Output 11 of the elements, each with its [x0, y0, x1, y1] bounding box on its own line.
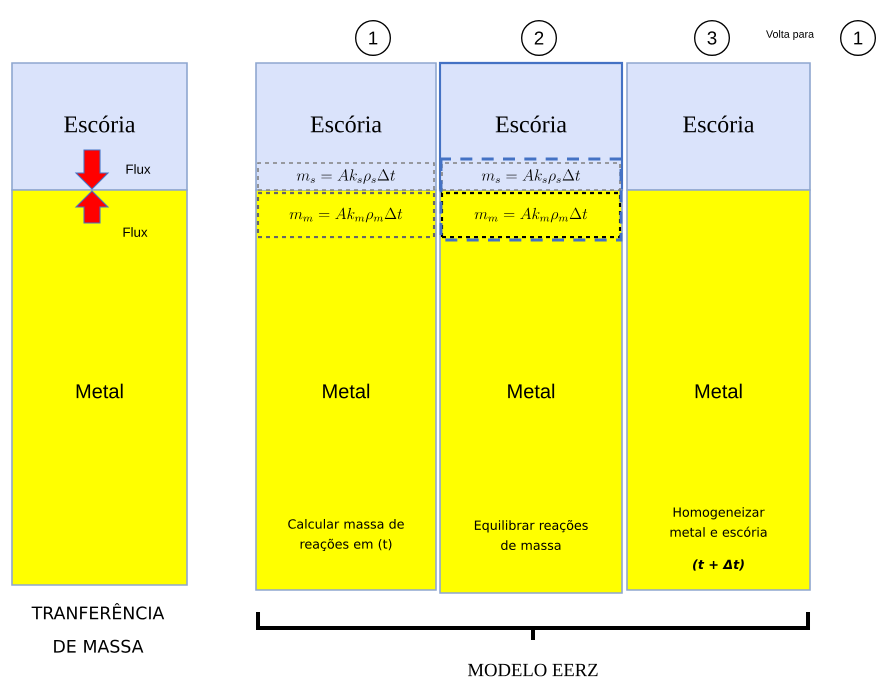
formula-box: $m_m = Ak_m\rho_m\Delta t$ [256, 192, 436, 238]
caption-text: TRANFERÊNCIA DE MASSA [32, 603, 164, 653]
caption-text: MODELO EERZ [468, 664, 598, 676]
arrow-label: Flux [124, 227, 148, 237]
note-text: Volta para [766, 30, 814, 40]
formula-box: $m_s = Ak_s\rho_s\Delta t$ [441, 162, 621, 191]
formula-box: $m_s = Ak_s\rho_s\Delta t$ [257, 162, 435, 191]
arrow-label: Flux [126, 164, 150, 174]
formula-box: $m_m = Ak_m\rho_m\Delta t$ [440, 192, 622, 238]
metal-layer: Metal Homogeneizar metal e escória (t + Δt) [626, 189, 811, 591]
slag-layer: Escória [626, 62, 811, 191]
